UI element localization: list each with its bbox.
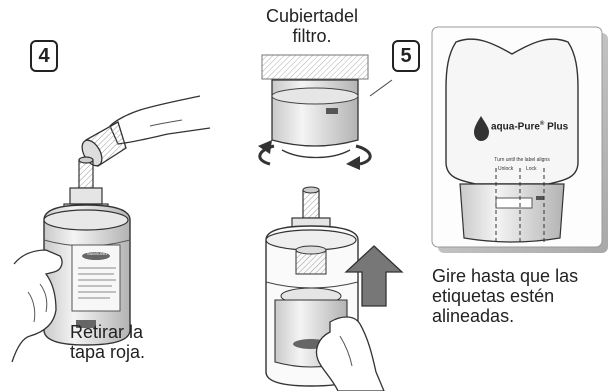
brand-logo: aqua-Pure® Plus (491, 121, 569, 133)
up-arrow-icon (344, 245, 404, 307)
brand-name: aqua-Pure (491, 121, 540, 133)
step4-art (11, 95, 211, 363)
unlock-label: Unlock (498, 166, 514, 172)
step5-caption-line: Gire hasta que las (432, 266, 579, 286)
hand-icon (11, 249, 63, 363)
filter-cartridge-icon (43, 156, 131, 346)
step4-caption-line: tapa roja. (70, 342, 146, 363)
filter-cover-label: Cubiertadel filtro. (250, 6, 374, 46)
step-number-4: 4 (30, 40, 58, 72)
hand-icon (109, 95, 211, 145)
filter-cover-icon (258, 54, 393, 170)
filter-cover-label-line: filtro. (292, 26, 332, 47)
hand-icon (315, 316, 385, 391)
step5-caption: Gire hasta que las etiquetas estén aline… (432, 266, 578, 326)
step-number-5: 5 (392, 40, 420, 72)
step5-caption-line: alineadas. (432, 306, 515, 327)
product-panel (431, 26, 608, 253)
step4-caption: Retirar la tapa roja. (70, 322, 145, 362)
water-drop-icon (474, 116, 489, 141)
brand-suffix: Plus (547, 121, 569, 133)
can-logo: SAMSUNG (86, 251, 108, 256)
lock-label: Lock (526, 166, 537, 172)
step4-caption-line: Retirar la (70, 322, 144, 342)
align-instruction: Turn until the label aligns (494, 157, 550, 163)
step5-art (258, 54, 404, 391)
rotate-arrow-icon (355, 144, 372, 166)
step5-caption-line: etiquetas estén (432, 286, 555, 307)
filter-cover-label-line: Cubiertadel (265, 6, 359, 26)
